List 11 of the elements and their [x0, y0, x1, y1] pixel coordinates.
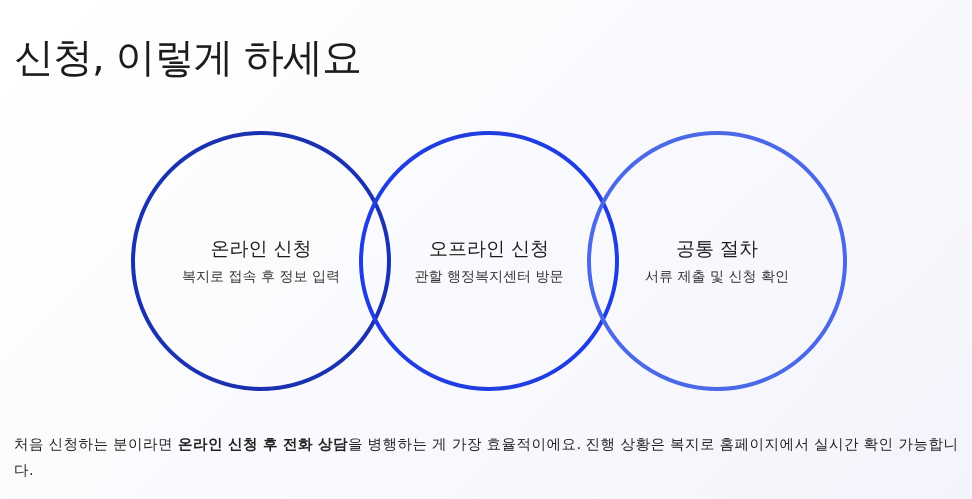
- circle-heading: 오프라인 신청: [428, 236, 550, 262]
- circle-description: 복지로 접속 후 정보 입력: [182, 268, 340, 286]
- circle-description: 서류 제출 및 신청 확인: [645, 268, 789, 286]
- circle-heading: 공통 절차: [676, 236, 758, 262]
- venn-circle: [587, 131, 847, 391]
- venn-circle: [359, 131, 619, 391]
- caption-paragraph: 처음 신청하는 분이라면 온라인 신청 후 전화 상담을 병행하는 게 가장 효율적이에요. 진행 상황은 복지로 홈페이지에서 실시간 확인 가능합니다.: [14, 436, 960, 481]
- page-title: 신청, 이렇게 하세요: [14, 34, 362, 83]
- circle-heading: 온라인 신청: [210, 236, 312, 262]
- circle-description: 관할 행정복지센터 방문: [414, 268, 564, 286]
- venn-circle: [131, 131, 391, 391]
